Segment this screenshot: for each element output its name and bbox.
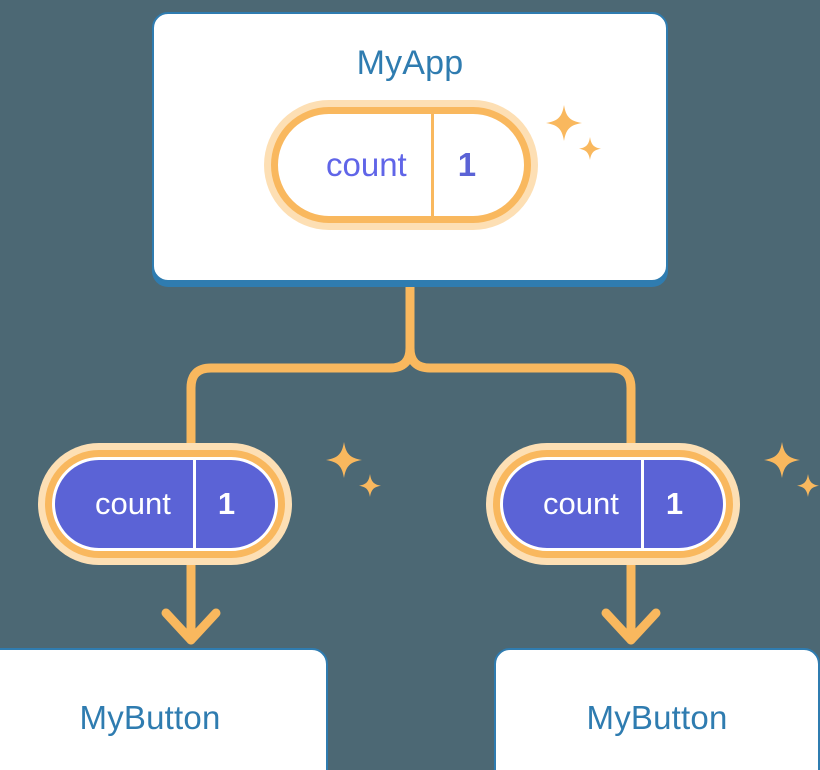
component-card-mybutton-right[interactable]: MyButton [494,648,820,770]
component-card-label: MyButton [79,699,221,736]
state-pill-key: count [326,146,407,183]
component-card-mybutton-left[interactable]: MyButton [0,648,328,770]
connector-fork-path [405,278,636,475]
page-title: MyApp [356,44,464,82]
component-card-label: MyButton [586,699,728,736]
state-pill-value: 1 [640,460,723,548]
state-pill-key: count [543,486,619,521]
state-pill-value: 1 [430,114,524,216]
state-pill-right[interactable]: count 1 [500,457,727,551]
state-pill-root[interactable]: count 1 [271,107,532,223]
state-pill-key: count [95,486,171,521]
state-pill-left[interactable]: count 1 [52,457,279,551]
connector-fork-path-left [186,343,415,475]
arrow-down-icon-left [161,560,221,645]
state-pill-value: 1 [192,460,275,548]
arrow-down-icon-right [601,560,661,645]
